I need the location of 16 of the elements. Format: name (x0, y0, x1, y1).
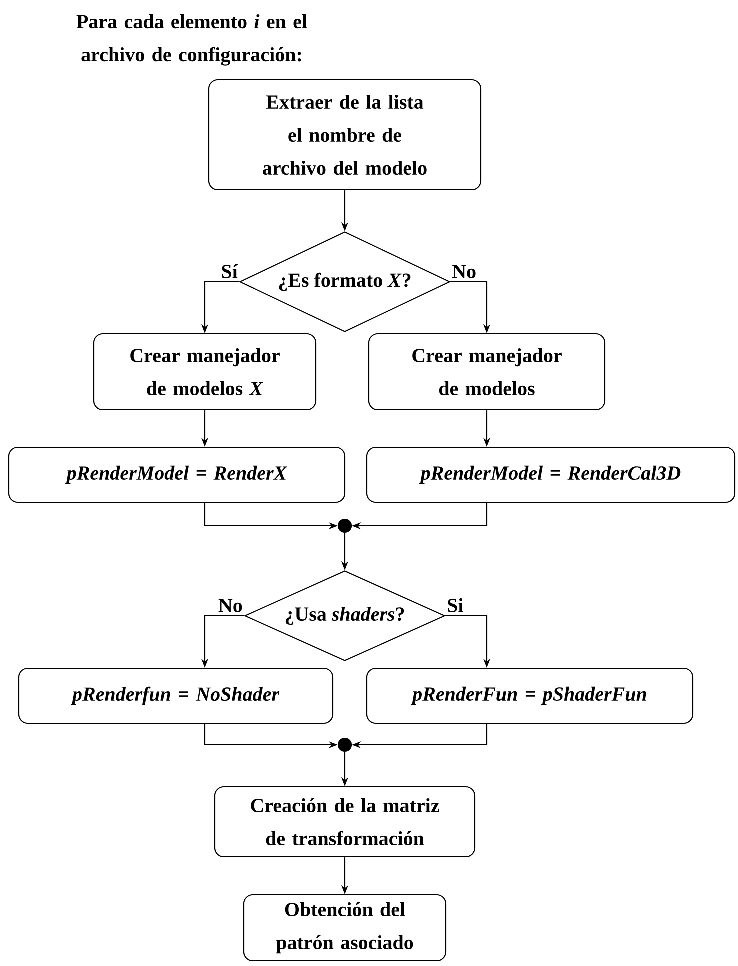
edge-label: No (217, 598, 244, 614)
process-box: Crear manejador de modelos (368, 333, 606, 411)
heading: Para cada elemento i en el archivo de configuración: (76, 14, 308, 66)
process-box: pRenderModel = RenderCal3D (366, 446, 736, 504)
process-box: pRenderfun = NoShader (18, 668, 334, 724)
edge-label: Sí (220, 263, 239, 280)
process-box: Crear manejador de modelos X (93, 333, 317, 411)
process-box: pRenderModel = RenderX (8, 446, 346, 504)
edge-label: No (451, 264, 478, 280)
junction-dot (338, 518, 352, 534)
process-box: Obtención del patrón asociado (243, 894, 447, 962)
process-box: Extraer de la lista el nombre de archivo del modelo (208, 79, 482, 191)
process-box: Creación de la matriz de transformación (214, 786, 476, 858)
process-box: pRenderFun = pShaderFun (366, 668, 694, 724)
junction-dot (338, 738, 352, 752)
edge-label: Si (446, 597, 465, 614)
